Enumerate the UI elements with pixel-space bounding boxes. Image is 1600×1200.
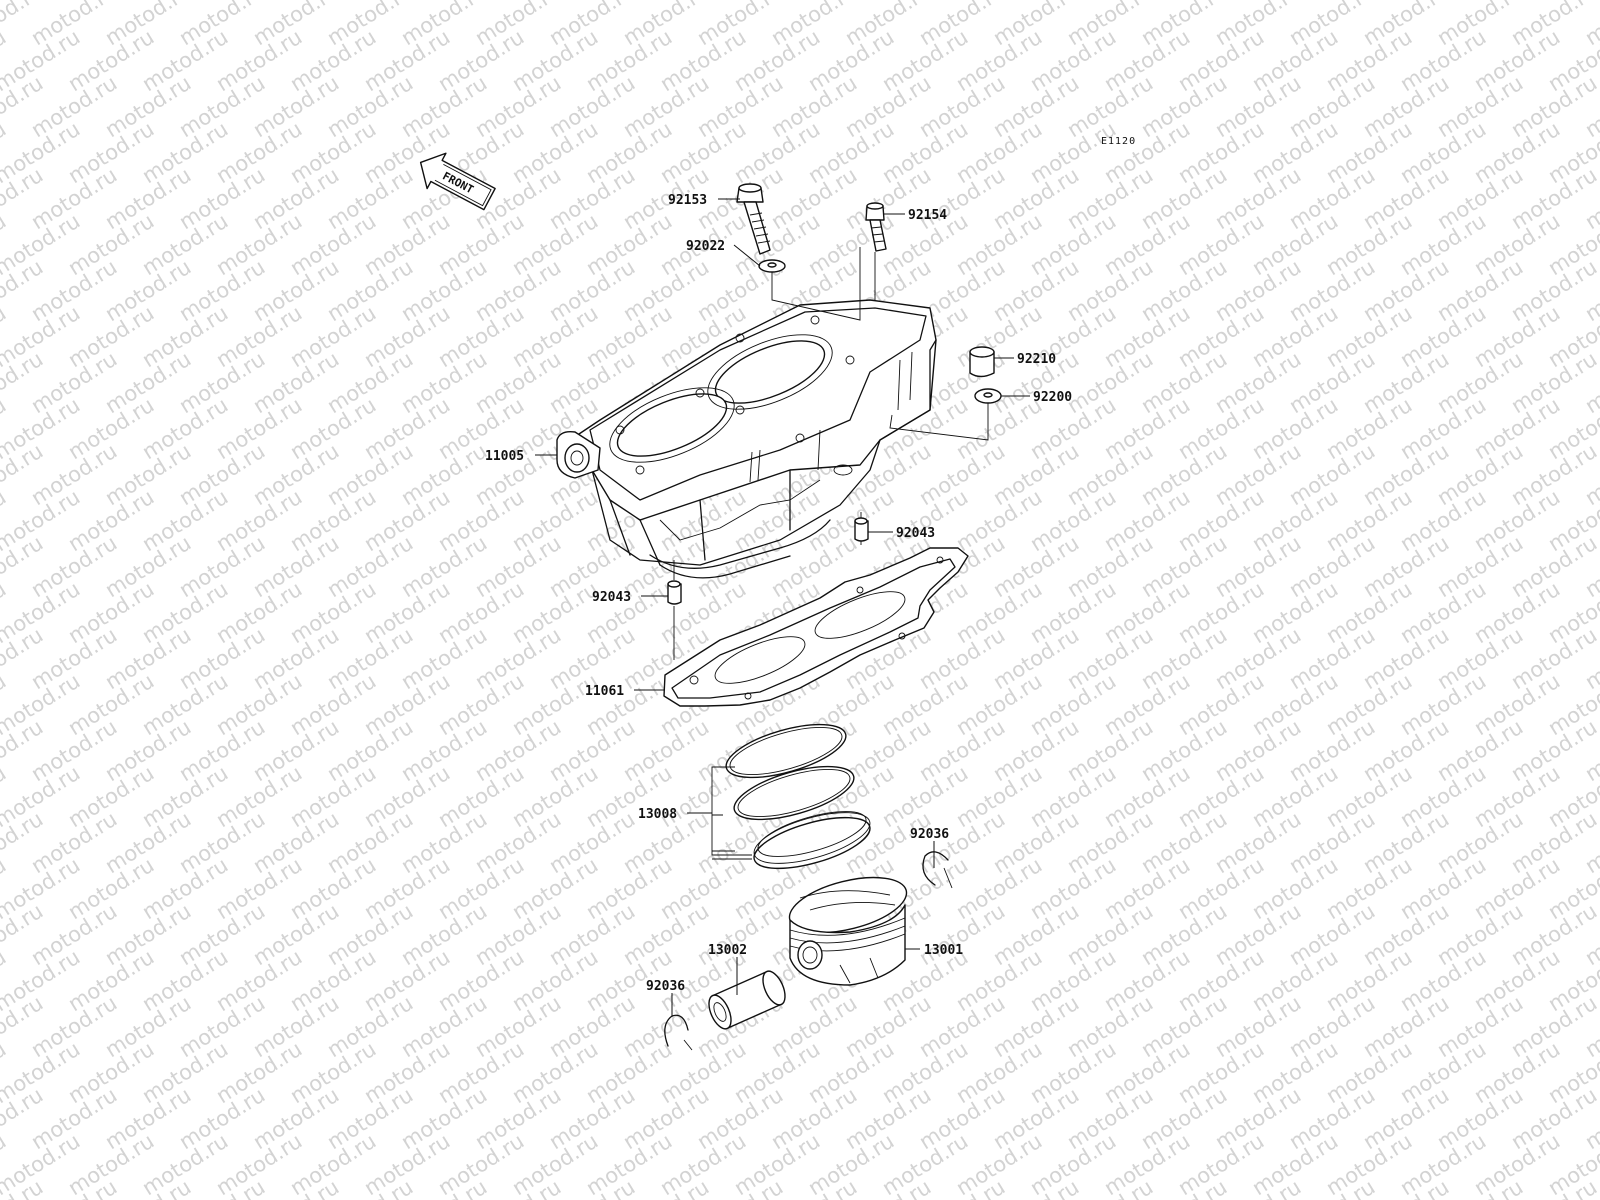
circlip-92036-right <box>922 851 953 889</box>
label-92210: 92210 <box>1017 352 1056 367</box>
gasket-11061 <box>663 547 969 707</box>
washer-92022 <box>758 259 786 273</box>
guide-line-92200 <box>889 403 989 441</box>
collar-92210 <box>969 346 995 378</box>
diagram-code: E1120 <box>1101 136 1136 147</box>
label-92154: 92154 <box>908 208 947 223</box>
label-92022: 92022 <box>686 239 725 254</box>
piston-pin-13002 <box>708 970 786 1030</box>
piston-ring-oil <box>753 811 871 870</box>
label-92153: 92153 <box>668 193 707 208</box>
piston-ring-second <box>733 765 855 821</box>
ring-bracket <box>711 766 752 860</box>
bolt-92154 <box>865 202 887 252</box>
label-13002: 13002 <box>708 943 747 958</box>
piston-13001 <box>788 876 908 986</box>
label-11005: 11005 <box>485 449 524 464</box>
part-labels: 92153 92154 92022 92210 92200 11005 9204… <box>485 193 1072 994</box>
leader-lines <box>535 198 1030 1017</box>
label-13001: 13001 <box>924 943 963 958</box>
label-92043-left: 92043 <box>592 590 631 605</box>
cylinder-11005 <box>556 299 937 579</box>
label-13008: 13008 <box>638 807 677 822</box>
label-92200: 92200 <box>1033 390 1072 405</box>
label-92036-left: 92036 <box>646 979 685 994</box>
bolt-92153 <box>736 183 771 255</box>
label-92036-right: 92036 <box>910 827 949 842</box>
label-11061: 11061 <box>585 684 624 699</box>
dowel-92043-left <box>667 580 682 605</box>
washer-92200 <box>974 388 1002 404</box>
dowel-92043-right <box>854 517 869 542</box>
guide-line-92022 <box>771 247 861 321</box>
label-92043-right: 92043 <box>896 526 935 541</box>
